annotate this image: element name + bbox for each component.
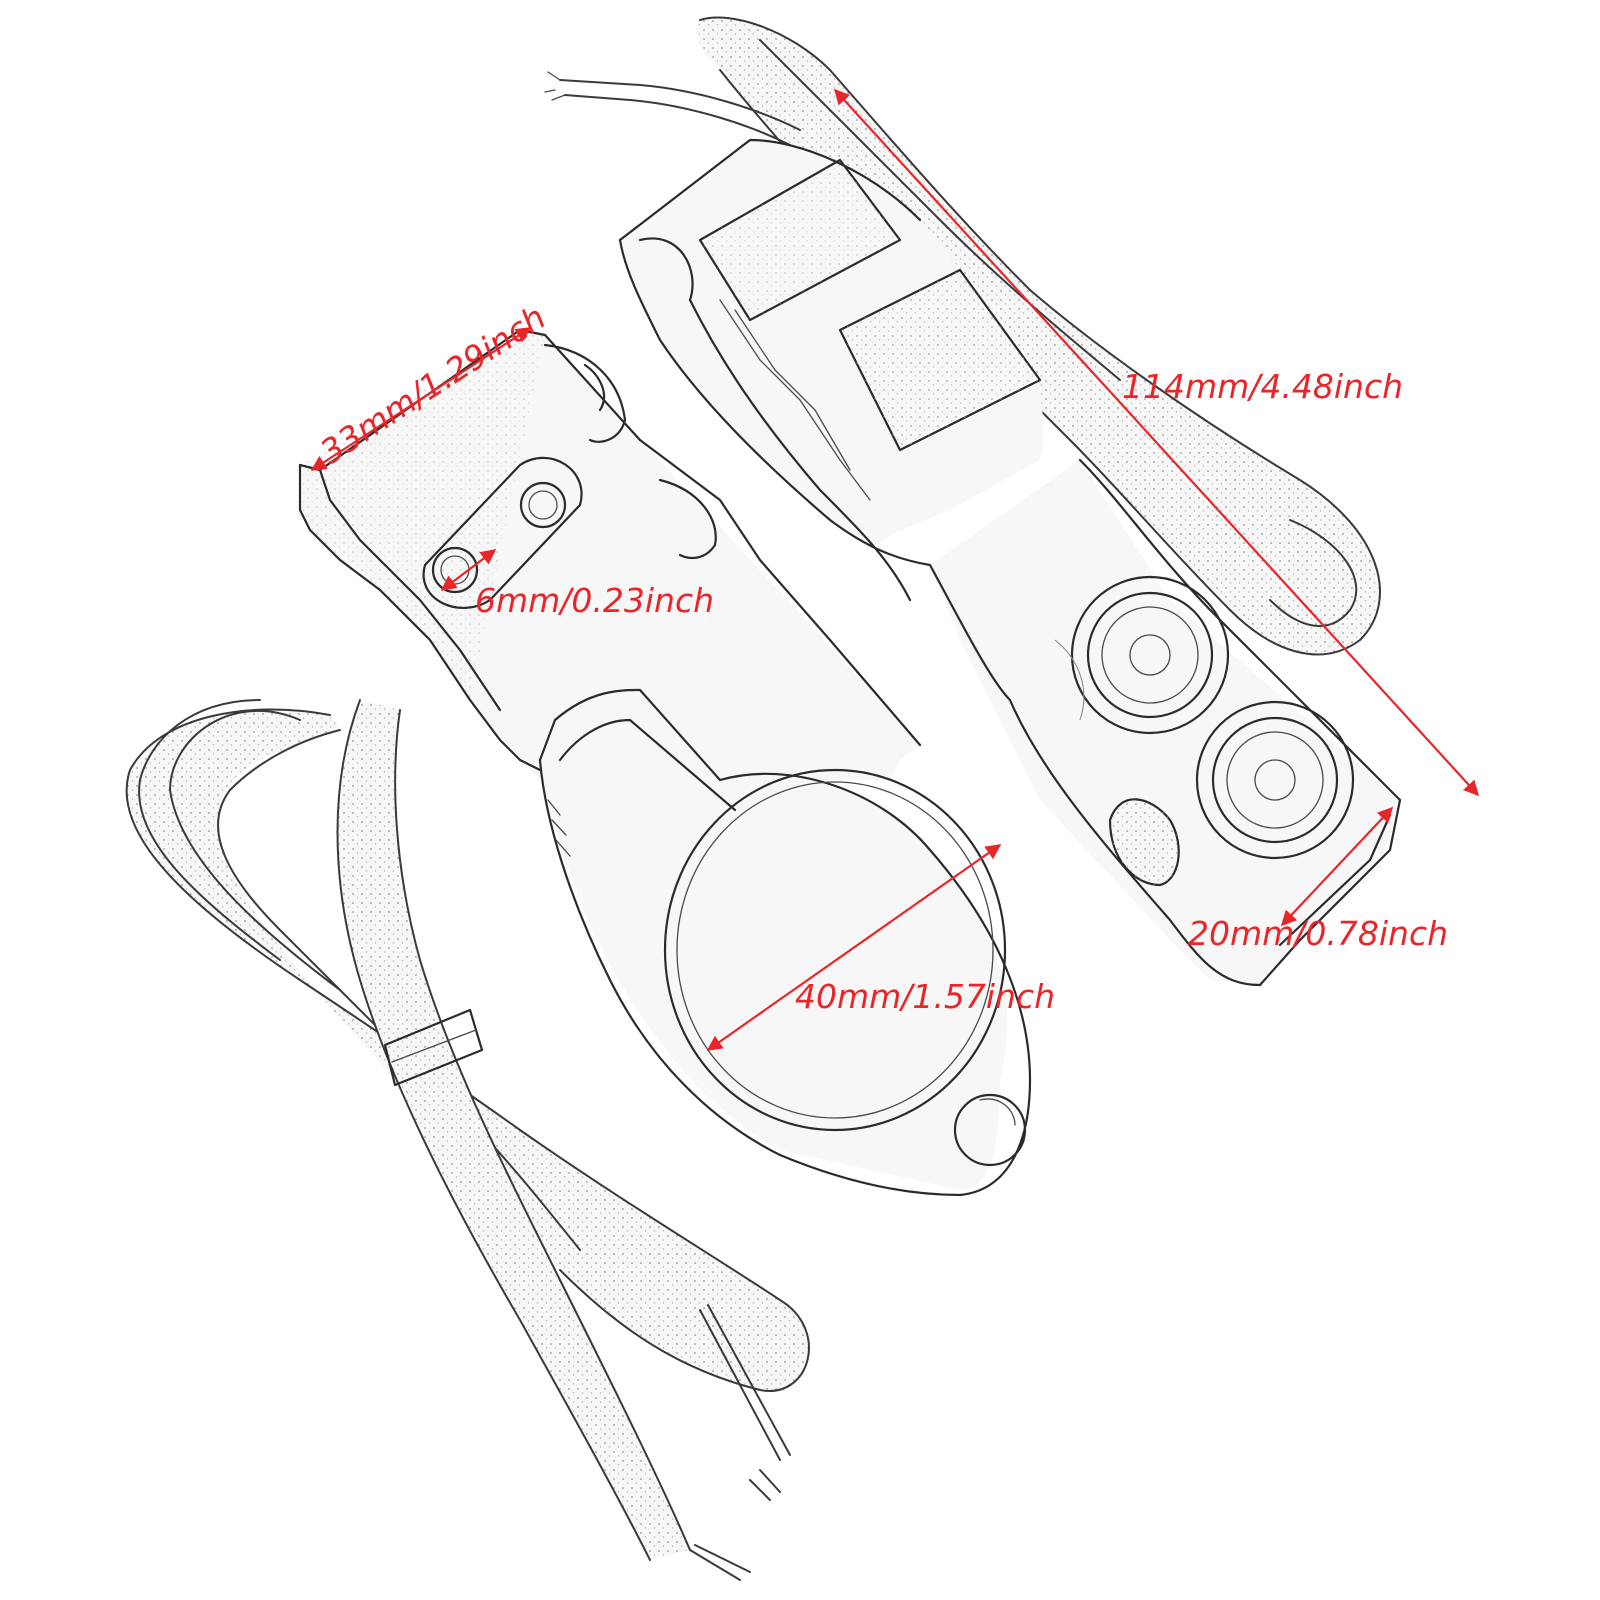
dimension-clamp-diameter: 40mm/1.57inch — [706, 844, 1055, 1051]
dimension-hole: 6mm/0.23inch — [440, 549, 714, 620]
dimension-depth: 20mm/0.78inch — [1188, 806, 1448, 953]
dimension-clamp-diameter-label: 40mm/1.57inch — [795, 977, 1055, 1016]
dimension-hole-label: 6mm/0.23inch — [475, 581, 714, 620]
left-wire-loop — [125, 699, 810, 1581]
dimension-length: 114mm/4.48inch — [833, 88, 1480, 797]
dimension-length-label: 114mm/4.48inch — [1122, 367, 1403, 406]
dimension-depth-label: 20mm/0.78inch — [1188, 914, 1448, 953]
